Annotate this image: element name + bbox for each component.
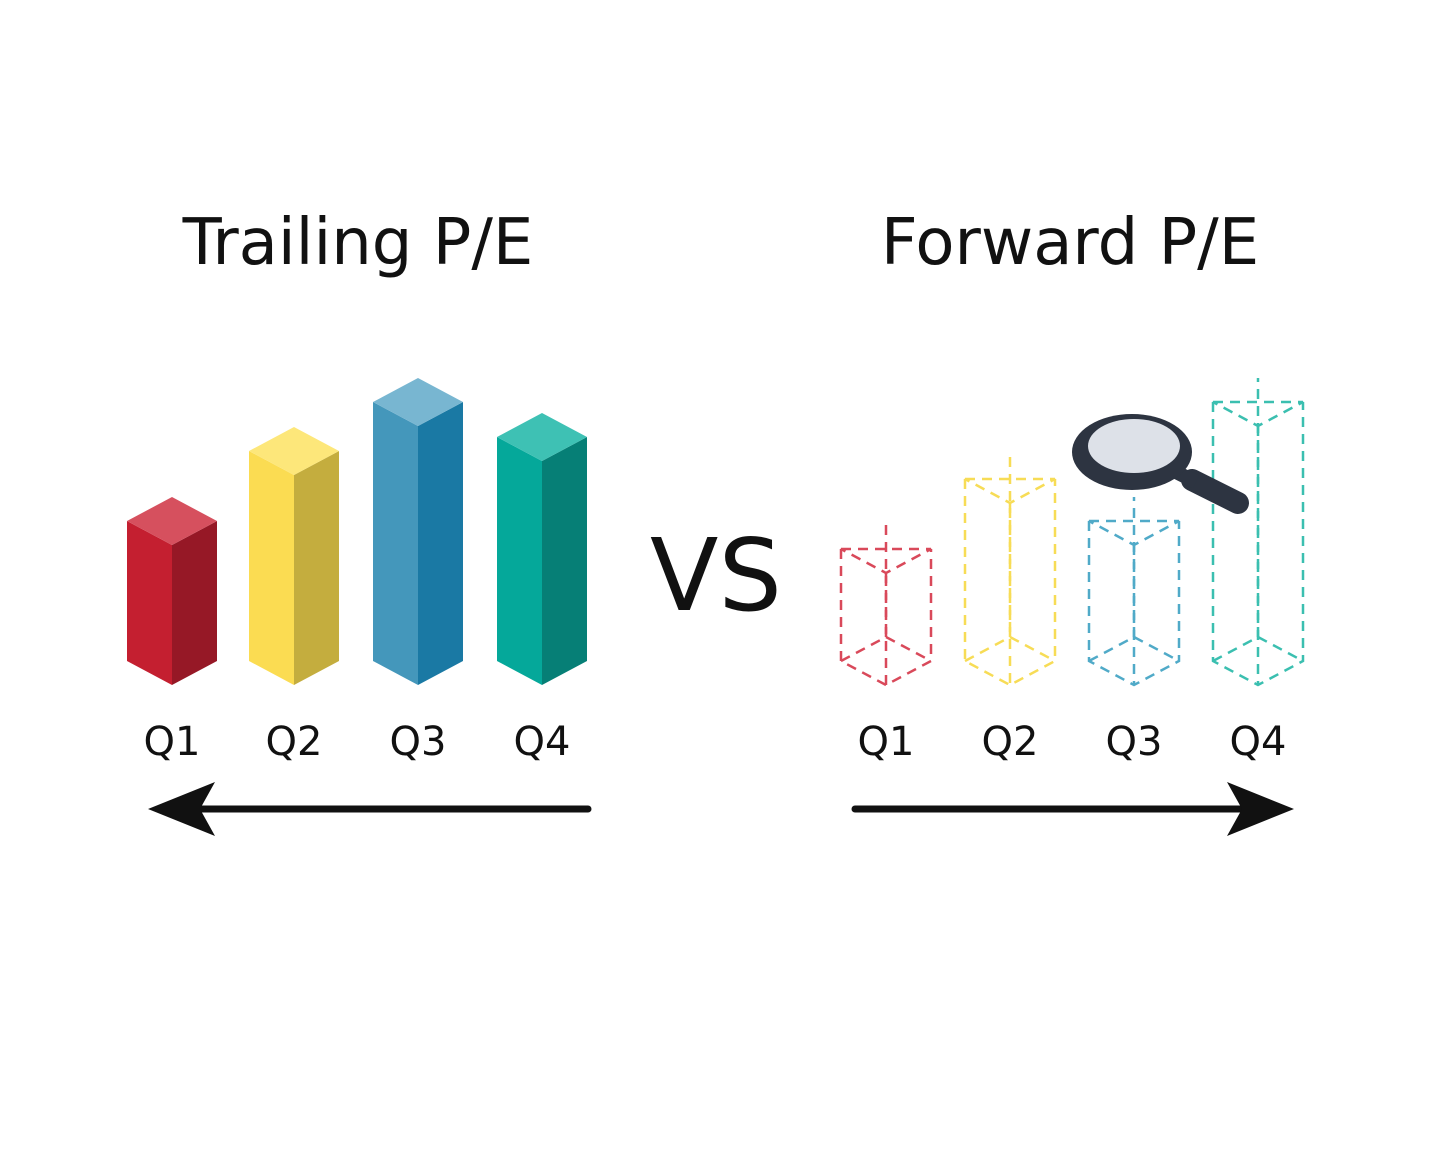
forward-q4-label: Q4	[1230, 719, 1287, 765]
forward-q2-label: Q2	[982, 719, 1039, 765]
trailing-bar-q4	[497, 413, 587, 685]
bar-front-face	[249, 451, 294, 685]
trailing-q1-label: Q1	[144, 719, 201, 765]
bar-top-face	[127, 497, 217, 545]
forward-bar-q3	[1087, 497, 1181, 687]
bar-top-face	[373, 378, 463, 426]
forward-q3-label: Q3	[1106, 719, 1163, 765]
trailing-bar-q1	[127, 497, 217, 685]
bar-top-face	[249, 427, 339, 475]
bar-front-face	[497, 437, 542, 685]
bar-side-face	[172, 521, 217, 685]
trailing-bars-group	[127, 378, 587, 685]
forward-bar-q2	[963, 455, 1057, 687]
forward-bars-group	[839, 378, 1305, 687]
bar-side-face	[294, 451, 339, 685]
bar-side-face	[542, 437, 587, 685]
trailing-q3-label: Q3	[390, 719, 447, 765]
bar-side-face	[418, 402, 463, 685]
arrow-left-icon	[148, 782, 592, 836]
trailing-q2-label: Q2	[266, 719, 323, 765]
vs-label: VS	[650, 517, 782, 634]
forward-q1-label: Q1	[858, 719, 915, 765]
forward-pe-title: Forward P/E	[881, 206, 1259, 280]
magnifying-glass-icon	[1072, 414, 1249, 514]
bar-outline-edge	[963, 479, 1057, 687]
trailing-bar-q3	[373, 378, 463, 685]
trailing-pe-title: Trailing P/E	[182, 206, 534, 280]
arrow-right-icon	[851, 782, 1294, 836]
forward-bar-q1	[839, 525, 933, 687]
trailing-q4-label: Q4	[514, 719, 571, 765]
bar-top-face	[497, 413, 587, 461]
forward-bar-q4	[1211, 378, 1305, 687]
trailing-bar-q2	[249, 427, 339, 685]
bar-front-face	[373, 402, 418, 685]
bar-front-face	[127, 521, 172, 685]
